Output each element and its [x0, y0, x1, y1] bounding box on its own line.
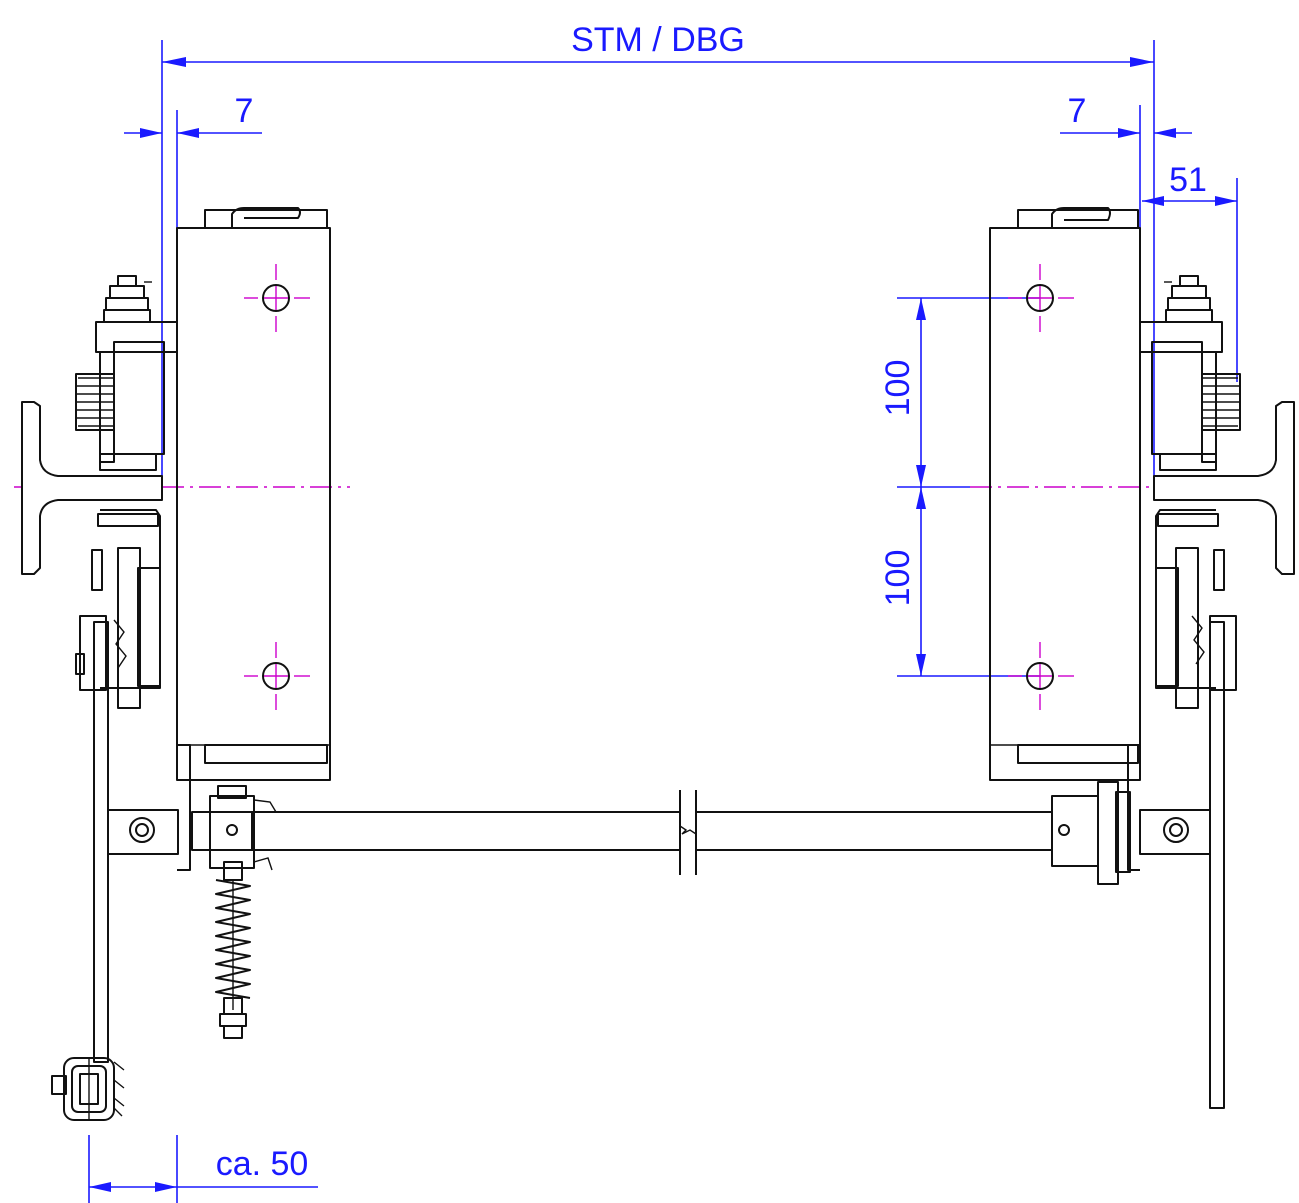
- left-bottom-plate: [107, 744, 191, 871]
- dimension-offset-right-label: 7: [1068, 92, 1087, 130]
- dimension-bottom-offset: ca. 50: [88, 1135, 318, 1203]
- left-rail-clamp: [75, 275, 178, 471]
- dimension-offset-left-label: 7: [235, 92, 254, 130]
- left-rail-profile: [21, 401, 163, 575]
- left-guide-shoe: [176, 207, 331, 781]
- connecting-shaft: [252, 790, 1052, 875]
- left-roller-assembly: [75, 509, 161, 1063]
- right-rail-profile: [1153, 401, 1295, 575]
- dimension-hole-spacing-upper-label: 100: [879, 360, 917, 417]
- dimension-bottom-offset-label: ca. 50: [216, 1145, 309, 1183]
- left-hole-centers: [244, 264, 310, 710]
- right-guide-shoe: [989, 207, 1141, 781]
- dimension-offset-left: 7: [124, 92, 262, 228]
- right-roller-assembly: [1155, 509, 1237, 1109]
- right-rail-clamp: [1139, 275, 1241, 471]
- dimension-offset-right: 7: [1060, 92, 1192, 228]
- right-shaft-coupling: [1051, 781, 1131, 885]
- left-lever-switch: [51, 1057, 125, 1121]
- dimension-width-right: 51: [1142, 161, 1238, 382]
- right-hole-centers: [1008, 264, 1074, 710]
- left-compression-spring: [215, 861, 251, 1039]
- dimension-hole-spacing-lower-label: 100: [879, 550, 917, 607]
- left-shaft-coupling: [191, 785, 277, 871]
- dimension-width-right-label: 51: [1169, 161, 1207, 199]
- dimension-overall-label: STM / DBG: [571, 21, 745, 59]
- dimension-overall: STM / DBG: [161, 21, 1155, 480]
- right-bottom-plate: [1127, 744, 1211, 871]
